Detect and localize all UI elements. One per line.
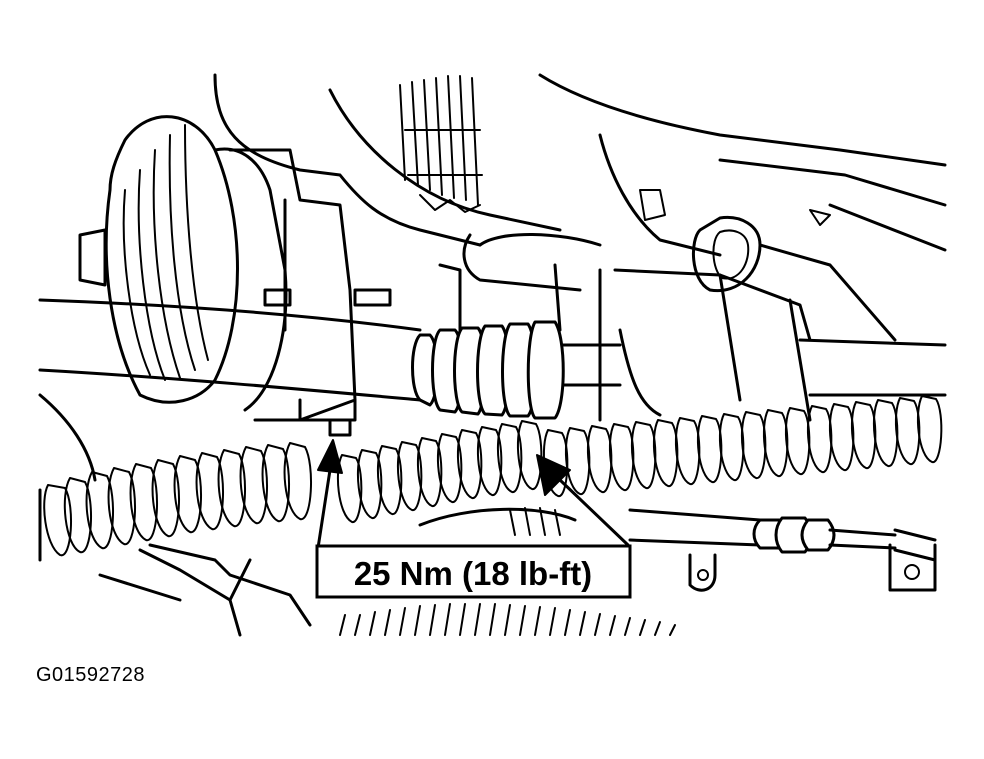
coil-hose-center — [336, 420, 543, 523]
pulley — [78, 115, 288, 412]
coil-hose-right — [542, 395, 943, 497]
fluid-line — [628, 508, 937, 592]
torque-label: 25 Nm (18 lb-ft) — [354, 555, 592, 592]
subframe-left — [38, 393, 312, 637]
arrow-head-right — [536, 454, 571, 496]
torque-callout: 25 Nm (18 lb-ft) — [315, 544, 632, 599]
gear-housing — [228, 148, 562, 437]
right-housing — [462, 215, 947, 422]
arrow-head-left — [317, 439, 343, 474]
cooling-fins — [399, 75, 483, 213]
coil-hose-left — [43, 442, 313, 557]
rack-tube — [38, 268, 622, 422]
lower-brace — [418, 507, 577, 536]
coil-hose-bottom — [339, 603, 676, 636]
rack-boot — [411, 320, 565, 420]
engine-block-outline — [213, 73, 947, 257]
callout-arrows — [316, 439, 630, 550]
figure-id: G01592728 — [36, 664, 146, 686]
